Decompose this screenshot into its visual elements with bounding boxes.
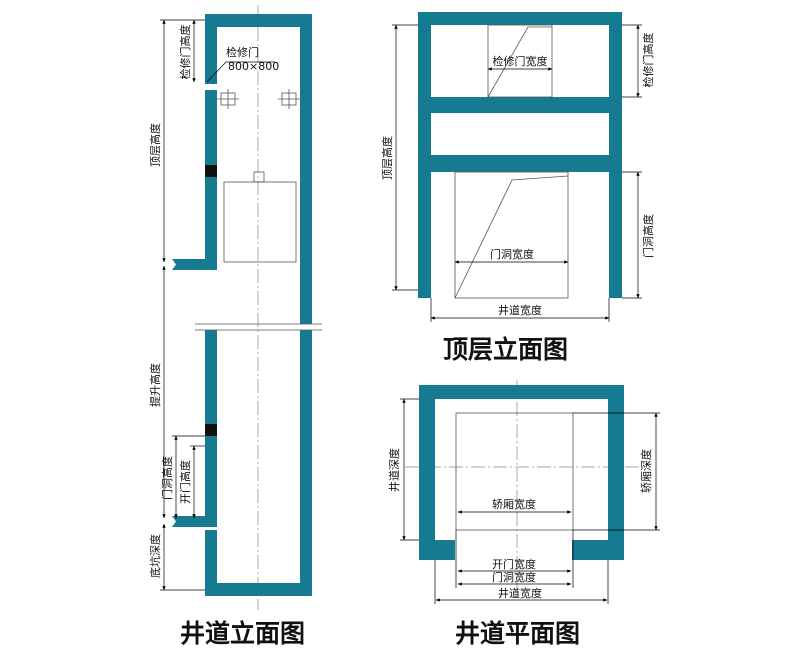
shaft-elevation-view: 检修门 800×800 检修门高度 顶层高度 提升高度 门洞高度 开门高度 底坑… bbox=[148, 5, 322, 648]
top-inspection-door-swing bbox=[487, 26, 552, 98]
hoist-hook-left bbox=[217, 89, 239, 109]
hoist-hook-right bbox=[278, 89, 300, 109]
dim-travel-height: 提升高度 bbox=[148, 363, 162, 407]
dim-car-depth: 轿厢深度 bbox=[639, 449, 653, 493]
car-top-frame bbox=[253, 171, 265, 183]
top-frame-beam bbox=[418, 12, 622, 25]
elevation-right-wall-upper bbox=[300, 14, 312, 324]
dim-top-shaft-width: 井道宽度 bbox=[498, 303, 542, 317]
inspection-door-leader bbox=[206, 61, 275, 83]
plan-right-wall bbox=[608, 385, 624, 560]
dim-opening-height: 门洞高度 bbox=[160, 456, 174, 500]
lower-landing-slab bbox=[172, 516, 217, 527]
plan-front-wall-right bbox=[572, 540, 624, 560]
elevation-left-wall-mid bbox=[205, 90, 217, 266]
plan-title: 井道平面图 bbox=[455, 619, 580, 648]
shaft-plan-view: 轿厢宽度 井道深度 轿厢深度 开门宽度 门洞宽度 井道宽度 井道平面图 bbox=[387, 380, 660, 648]
top-frame-middle-beam bbox=[418, 97, 622, 113]
dim-shaft-depth: 井道深度 bbox=[387, 448, 401, 492]
plan-back-wall bbox=[419, 385, 624, 399]
dim-top-inspection-height: 检修门高度 bbox=[641, 33, 655, 88]
plan-car bbox=[455, 412, 574, 531]
plan-left-wall bbox=[419, 385, 435, 560]
dim-plan-shaft-width: 井道宽度 bbox=[498, 586, 542, 600]
top-inspection-door bbox=[487, 24, 553, 98]
dim-top-floor-height: 顶层高度 bbox=[148, 123, 162, 167]
elevation-left-wall-upper bbox=[205, 14, 217, 84]
top-floor-title: 顶层立面图 bbox=[443, 335, 568, 364]
dim-door-width: 开门宽度 bbox=[492, 557, 536, 571]
upper-door-header bbox=[205, 165, 217, 177]
elevation-pit-floor bbox=[205, 583, 312, 596]
top-floor-elevation-view: 检修门宽度 检修门高度 顶层高度 门洞宽度 门洞高度 井道宽度 顶层立面图 bbox=[380, 12, 655, 364]
elevation-right-wall-lower bbox=[300, 330, 312, 595]
plan-front-wall-left bbox=[419, 540, 455, 560]
dim-door-height: 开门高度 bbox=[178, 460, 192, 504]
dim-top-opening-height: 门洞高度 bbox=[641, 214, 655, 258]
upper-landing-slab bbox=[172, 259, 217, 270]
lower-door-header bbox=[205, 424, 217, 436]
dim-plan-opening-width: 门洞宽度 bbox=[492, 570, 536, 584]
inspection-door-size: 800×800 bbox=[228, 60, 279, 73]
dim-top-opening-width: 门洞宽度 bbox=[490, 247, 534, 261]
elevator-car bbox=[223, 181, 297, 263]
top-landing-door-swing bbox=[454, 175, 569, 299]
inspection-door-label: 检修门 bbox=[226, 45, 259, 59]
dim-pit-depth: 底坑深度 bbox=[148, 534, 162, 578]
elevation-title: 井道立面图 bbox=[180, 619, 305, 648]
dim-inspection-door-height: 检修门高度 bbox=[178, 25, 192, 80]
elevation-left-wall-pit bbox=[205, 530, 217, 595]
elevation-top-slab bbox=[205, 14, 312, 27]
dim-top-floor-height-2: 顶层高度 bbox=[380, 136, 394, 180]
top-landing-opening bbox=[454, 171, 569, 299]
dim-car-width: 轿厢宽度 bbox=[492, 497, 536, 511]
dim-top-inspection-width: 检修门宽度 bbox=[493, 54, 548, 68]
top-frame-lower-beam bbox=[418, 155, 622, 172]
